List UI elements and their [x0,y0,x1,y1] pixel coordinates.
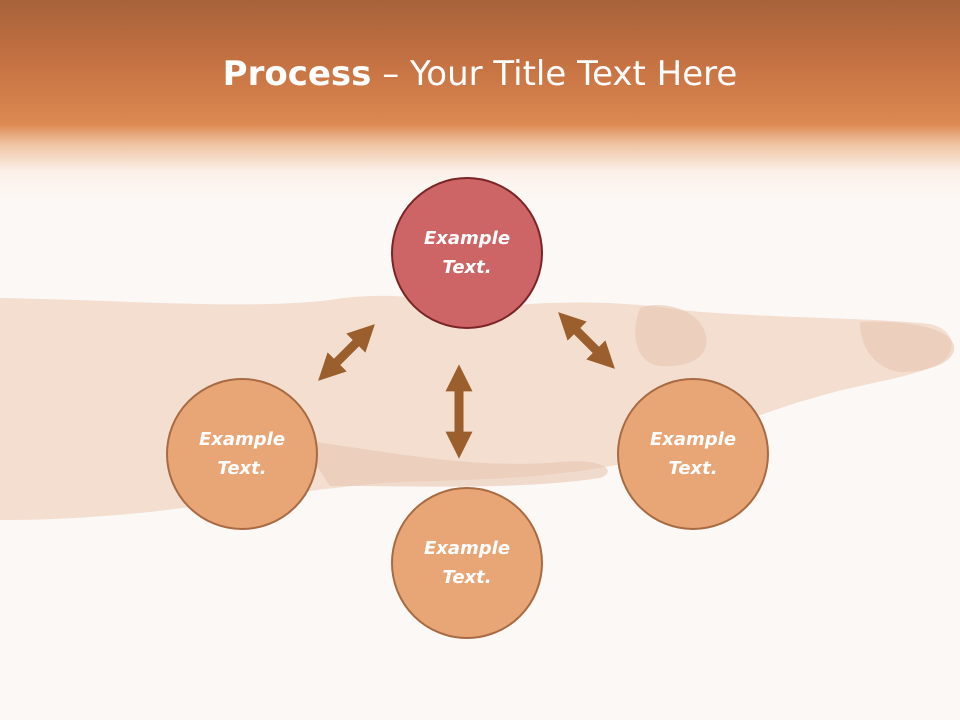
node-bottom-label: Example Text. [423,538,511,588]
process-node-right[interactable]: Example Text. [617,378,769,530]
title-strong: Process [222,54,372,94]
header-band [0,0,960,200]
process-node-bottom[interactable]: Example Text. [391,487,543,639]
title-rest: Your Title Text Here [410,54,738,94]
node-center-label: Example Text. [423,228,511,278]
double-arrow-right-icon [558,312,615,369]
double-arrow-left-icon [318,324,375,381]
node-left-label: Example Text. [198,429,286,479]
node-right-label: Example Text. [649,429,737,479]
process-node-center[interactable]: Example Text. [391,177,543,329]
title-separator: – [371,54,411,94]
slide-title: Process – Your Title Text Here [0,52,960,96]
process-node-left[interactable]: Example Text. [166,378,318,530]
